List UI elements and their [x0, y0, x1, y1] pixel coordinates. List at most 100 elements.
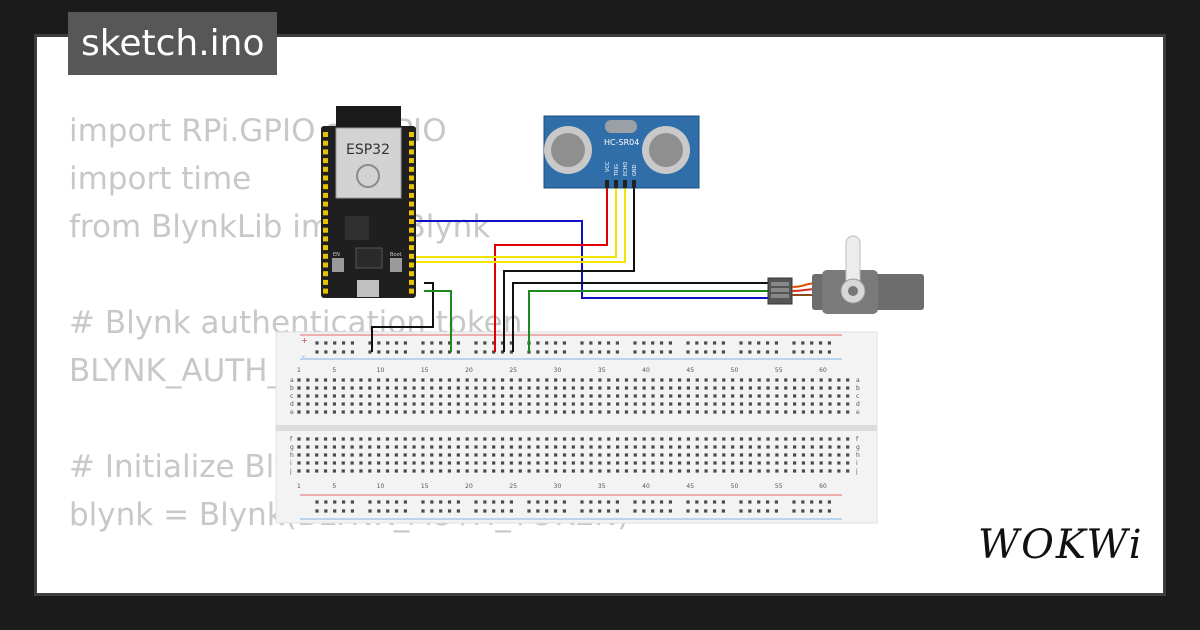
breadboard-hole[interactable]: [616, 394, 620, 398]
breadboard-hole[interactable]: [757, 509, 761, 513]
breadboard-hole[interactable]: [315, 437, 319, 441]
esp32-pin[interactable]: [409, 140, 414, 146]
breadboard-hole[interactable]: [713, 461, 717, 465]
esp32-pin[interactable]: [409, 192, 414, 198]
wire-yellow-2[interactable]: [414, 187, 626, 263]
breadboard-hole[interactable]: [315, 509, 319, 513]
breadboard-hole[interactable]: [731, 410, 735, 414]
breadboard-hole[interactable]: [545, 341, 549, 345]
breadboard-hole[interactable]: [686, 350, 690, 354]
breadboard-hole[interactable]: [589, 500, 593, 504]
breadboard-hole[interactable]: [766, 386, 770, 390]
breadboard-hole[interactable]: [421, 386, 425, 390]
breadboard-hole[interactable]: [430, 341, 434, 345]
breadboard-hole[interactable]: [606, 509, 611, 513]
breadboard-hole[interactable]: [810, 386, 814, 390]
breadboard-hole[interactable]: [695, 509, 699, 513]
breadboard-hole[interactable]: [686, 445, 690, 449]
breadboard-hole[interactable]: [580, 402, 584, 406]
esp32-pin[interactable]: [323, 227, 328, 233]
breadboard-hole[interactable]: [323, 437, 328, 441]
breadboard-hole[interactable]: [784, 437, 788, 441]
breadboard-hole[interactable]: [332, 453, 336, 457]
breadboard-hole[interactable]: [403, 350, 407, 354]
breadboard-hole[interactable]: [801, 445, 806, 449]
breadboard-hole[interactable]: [721, 341, 725, 345]
breadboard-hole[interactable]: [403, 410, 407, 414]
breadboard-hole[interactable]: [818, 509, 823, 513]
breadboard-hole[interactable]: [518, 469, 522, 473]
breadboard-hole[interactable]: [474, 500, 478, 504]
breadboard-hole[interactable]: [606, 500, 611, 504]
ultrasonic-sensor[interactable]: HC-SR04 VCC TRIG ECHO GND: [543, 115, 700, 189]
breadboard-hole[interactable]: [465, 461, 469, 465]
breadboard-hole[interactable]: [766, 402, 770, 406]
breadboard-hole[interactable]: [677, 410, 682, 414]
breadboard-hole[interactable]: [554, 394, 558, 398]
breadboard-hole[interactable]: [554, 453, 558, 457]
breadboard-hole[interactable]: [447, 437, 452, 441]
breadboard-hole[interactable]: [677, 386, 682, 390]
breadboard-hole[interactable]: [341, 378, 345, 382]
breadboard-hole[interactable]: [439, 386, 443, 390]
esp32-pin[interactable]: [323, 140, 328, 146]
breadboard-hole[interactable]: [818, 500, 823, 504]
breadboard-hole[interactable]: [748, 445, 752, 449]
breadboard-hole[interactable]: [607, 378, 611, 382]
breadboard-hole[interactable]: [403, 500, 407, 504]
breadboard-hole[interactable]: [527, 402, 531, 406]
breadboard-hole[interactable]: [633, 378, 637, 382]
breadboard-hole[interactable]: [748, 350, 752, 354]
breadboard-hole[interactable]: [739, 445, 744, 449]
breadboard-hole[interactable]: [624, 469, 629, 473]
breadboard-hole[interactable]: [332, 378, 336, 382]
wire-yellow[interactable]: [414, 187, 617, 258]
breadboard-hole[interactable]: [297, 378, 301, 382]
breadboard-hole[interactable]: [456, 437, 460, 441]
breadboard-hole[interactable]: [642, 386, 646, 390]
breadboard-hole[interactable]: [323, 453, 328, 457]
esp32-pin[interactable]: [409, 201, 414, 207]
breadboard-hole[interactable]: [739, 509, 743, 513]
breadboard-hole[interactable]: [500, 378, 505, 382]
breadboard-hole[interactable]: [792, 350, 796, 354]
breadboard-hole[interactable]: [545, 350, 549, 354]
breadboard-hole[interactable]: [492, 445, 496, 449]
breadboard-hole[interactable]: [377, 394, 381, 398]
breadboard-hole[interactable]: [642, 402, 646, 406]
breadboard-hole[interactable]: [315, 350, 319, 354]
breadboard-hole[interactable]: [509, 500, 513, 504]
breadboard-hole[interactable]: [394, 394, 398, 398]
breadboard-hole[interactable]: [757, 394, 761, 398]
breadboard-hole[interactable]: [580, 350, 584, 354]
breadboard-hole[interactable]: [651, 410, 655, 414]
breadboard-hole[interactable]: [377, 453, 381, 457]
breadboard-hole[interactable]: [677, 461, 682, 465]
esp32-pin[interactable]: [409, 253, 414, 259]
breadboard-hole[interactable]: [518, 386, 522, 390]
breadboard-hole[interactable]: [686, 410, 690, 414]
breadboard-hole[interactable]: [509, 437, 513, 441]
breadboard-hole[interactable]: [828, 445, 832, 449]
breadboard-hole[interactable]: [571, 461, 575, 465]
breadboard-hole[interactable]: [394, 500, 399, 504]
esp32-pin[interactable]: [409, 236, 414, 242]
breadboard-hole[interactable]: [695, 453, 699, 457]
breadboard-hole[interactable]: [386, 350, 390, 354]
breadboard-hole[interactable]: [447, 378, 452, 382]
breadboard-hole[interactable]: [686, 500, 690, 504]
breadboard-hole[interactable]: [775, 402, 779, 406]
breadboard-hole[interactable]: [571, 469, 575, 473]
breadboard-hole[interactable]: [536, 341, 540, 345]
breadboard-hole[interactable]: [607, 394, 611, 398]
breadboard-hole[interactable]: [341, 453, 345, 457]
breadboard-hole[interactable]: [554, 469, 558, 473]
breadboard-hole[interactable]: [562, 469, 567, 473]
breadboard-hole[interactable]: [713, 469, 717, 473]
breadboard-hole[interactable]: [412, 410, 416, 414]
breadboard-hole[interactable]: [704, 509, 708, 513]
esp32-pin[interactable]: [323, 149, 328, 155]
breadboard-hole[interactable]: [421, 402, 425, 406]
breadboard-hole[interactable]: [775, 394, 779, 398]
esp32-pin[interactable]: [323, 158, 328, 164]
